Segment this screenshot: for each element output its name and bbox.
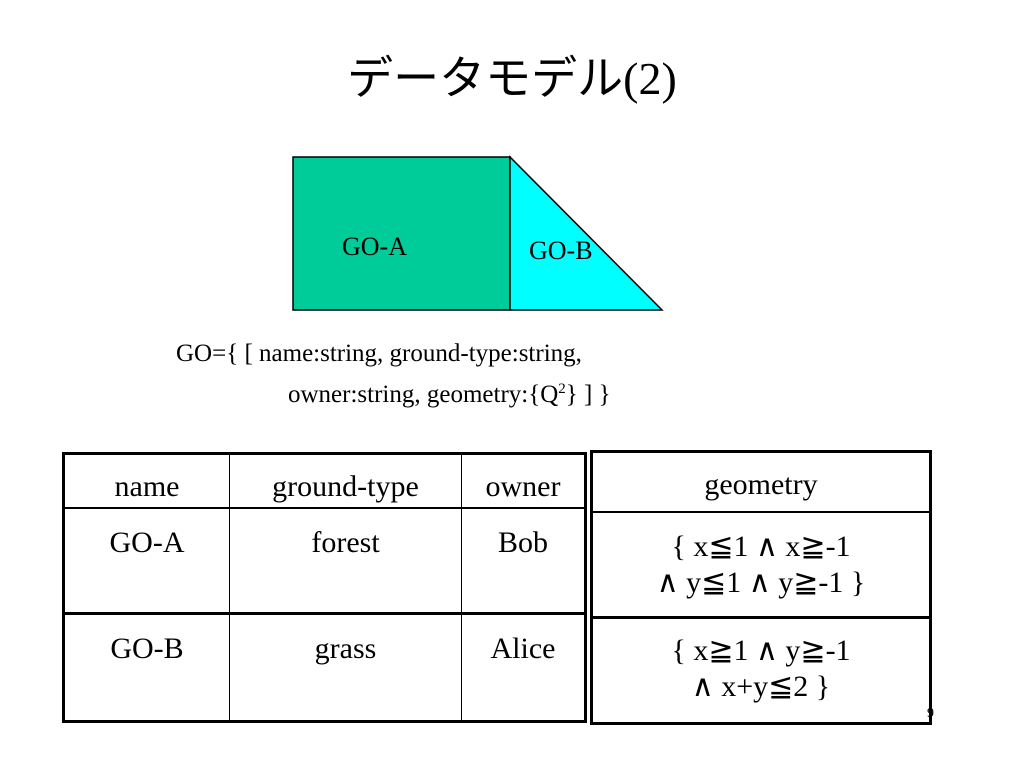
definition-line-2-post: } ] } (565, 381, 611, 408)
go-b-shape (509, 155, 664, 311)
table-header-row: name ground-type owner (62, 452, 587, 509)
cell-geometry: { x≧1 ∧ y≧-1 ∧ x+y≦2 } (590, 616, 932, 725)
definition-line-1: GO={ [ name:string, ground-type:string, (176, 340, 582, 367)
table-row: GO-B grass Alice (62, 612, 587, 723)
table-row: { x≦1 ∧ x≧-1 ∧ y≦1 ∧ y≧-1 } (590, 510, 932, 619)
geometry-table: geometry { x≦1 ∧ x≧-1 ∧ y≦1 ∧ y≧-1 } { x… (590, 450, 932, 725)
attribute-table: name ground-type owner GO-A forest Bob G… (62, 452, 587, 723)
go-a-label: GO-A (342, 232, 407, 261)
cell-name: GO-A (62, 506, 230, 615)
definition-line-2-pre: owner:string, geometry:{Q (288, 381, 559, 408)
table-header-row: geometry (590, 450, 932, 513)
cell-name: GO-B (62, 612, 230, 723)
geometry-line-1: { x≧1 ∧ y≧-1 (671, 634, 851, 667)
slide-title-main: データモデル (347, 51, 624, 105)
header-geometry: geometry (590, 450, 932, 513)
page-number: 9 (927, 706, 934, 721)
cell-owner: Alice (461, 612, 587, 723)
geometry-line-2: ∧ y≦1 ∧ y≧-1 } (656, 565, 866, 599)
slide-title-number: (2) (623, 53, 677, 104)
cell-owner: Bob (461, 506, 587, 615)
cell-geometry: { x≦1 ∧ x≧-1 ∧ y≦1 ∧ y≧-1 } (590, 510, 932, 619)
header-name: name (62, 452, 230, 509)
table-row: { x≧1 ∧ y≧-1 ∧ x+y≦2 } (590, 616, 932, 725)
go-a-shape (292, 156, 511, 311)
definition-superscript: 2 (558, 381, 566, 397)
cell-ground-type: forest (229, 506, 462, 615)
slide-title: データモデル(2) (0, 48, 1024, 109)
header-ground-type: ground-type (229, 452, 462, 509)
geometry-line-2: ∧ x+y≦2 } (691, 670, 831, 703)
table-row: GO-A forest Bob (62, 506, 587, 615)
geometry-line-1: { x≦1 ∧ x≧-1 (671, 529, 851, 563)
definition-line-2: owner:string, geometry:{Q2} ] } (288, 380, 611, 410)
header-owner: owner (461, 452, 587, 509)
cell-ground-type: grass (229, 612, 462, 723)
go-b-label: GO-B (529, 236, 593, 265)
